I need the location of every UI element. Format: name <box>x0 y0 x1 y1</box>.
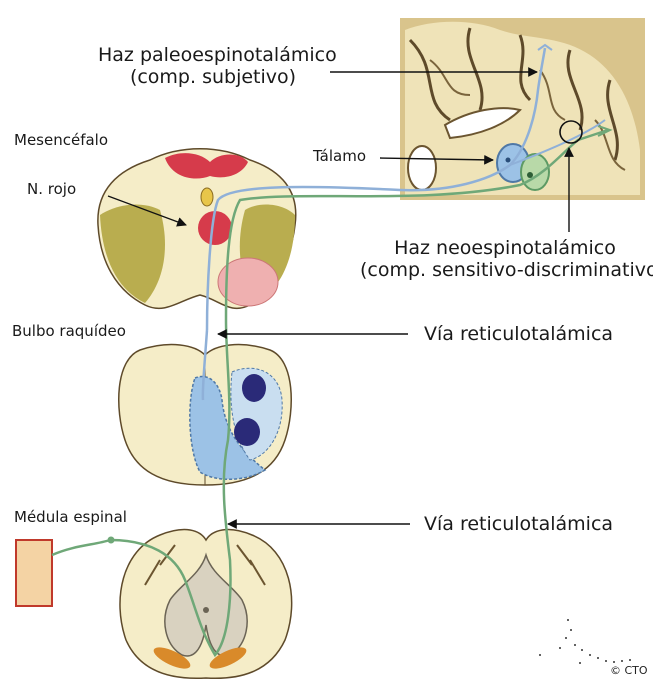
n-rojo-label: N. rojo <box>27 180 76 198</box>
via-reticulo-label-1: Vía reticulotalámica <box>424 323 613 345</box>
paleo-label: Haz paleoespinotalámico (comp. subjetivo… <box>98 44 328 88</box>
medula-label: Médula espinal <box>14 508 127 526</box>
neo-label-line1: Haz neoespinotalámico <box>360 237 650 259</box>
spinal-cord-section <box>120 530 292 679</box>
midbrain-section <box>98 149 296 309</box>
mesencefalo-label: Mesencéfalo <box>14 131 108 149</box>
paleo-label-line1: Haz paleoespinotalámico <box>98 44 328 66</box>
copyright-text: © CTO <box>610 664 648 677</box>
paleo-label-line2: (comp. subjetivo) <box>98 66 328 88</box>
talamo-label: Tálamo <box>313 147 366 165</box>
receptor-box <box>16 540 52 606</box>
brain-cortex-section <box>400 18 645 200</box>
neo-label-line2: (comp. sensitivo-discriminativo) <box>360 259 650 281</box>
decorative-dots <box>539 619 631 664</box>
neo-label: Haz neoespinotalámico (comp. sensitivo-d… <box>360 237 650 281</box>
bulbo-label: Bulbo raquídeo <box>12 322 126 340</box>
via-reticulo-label-2: Vía reticulotalámica <box>424 513 613 535</box>
